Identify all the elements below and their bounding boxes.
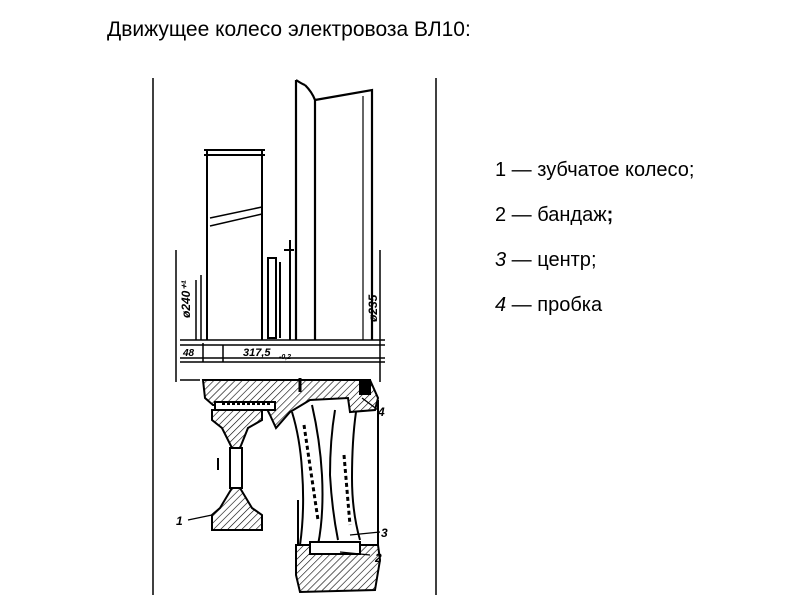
- legend-item-3: 3 — центр;: [495, 238, 694, 283]
- callout-3: 3: [381, 526, 388, 540]
- legend-number: 3: [495, 249, 507, 271]
- legend-text: пробка: [537, 294, 603, 316]
- gear-wheel-section: [211, 401, 276, 531]
- wheel-centre-section: [291, 400, 379, 546]
- dim-48: 48: [182, 348, 195, 359]
- hub-details: [267, 240, 294, 340]
- legend-number: 1: [495, 159, 507, 181]
- legend-item-2: 2 — бандаж;: [495, 193, 694, 238]
- callout-leaders: [187, 397, 381, 556]
- dim-317: 317,5: [243, 347, 271, 359]
- frame-lines: [152, 78, 437, 595]
- legend-dash: —: [506, 294, 538, 316]
- legend-item-1: 1 — зубчатое колесо;: [495, 148, 694, 193]
- legend-item-4: 4 — пробка: [495, 283, 694, 328]
- legend-punct: ;: [606, 204, 614, 226]
- legend-dash: —: [506, 159, 538, 181]
- dim-235: ø235: [366, 294, 380, 322]
- page-title: Движущее колесо электровоза ВЛ10:: [107, 18, 471, 41]
- parts-legend: 1 — зубчатое колесо; 2 — бандаж; 3 — цен…: [495, 148, 694, 328]
- tyre-section: [295, 541, 382, 594]
- legend-text: бандаж: [537, 204, 607, 226]
- dimension-band: [175, 250, 385, 382]
- legend-text: центр: [537, 249, 591, 271]
- callout-2: 2: [374, 551, 382, 565]
- gear-shaft: [195, 149, 265, 340]
- legend-dash: —: [506, 204, 538, 226]
- dim-317-tolerance: -0,2: [279, 354, 291, 361]
- callout-1: 1: [176, 514, 183, 528]
- legend-number: 2: [495, 204, 507, 226]
- dim-240: ø240⁺¹: [179, 280, 193, 318]
- legend-punct: ;: [590, 249, 597, 271]
- legend-number: 4: [495, 294, 507, 316]
- wheel-rim: [294, 79, 374, 340]
- legend-text: зубчатое колесо: [537, 159, 689, 181]
- legend-punct: ;: [688, 159, 695, 181]
- legend-dash: —: [506, 249, 538, 271]
- callout-4: 4: [377, 405, 385, 419]
